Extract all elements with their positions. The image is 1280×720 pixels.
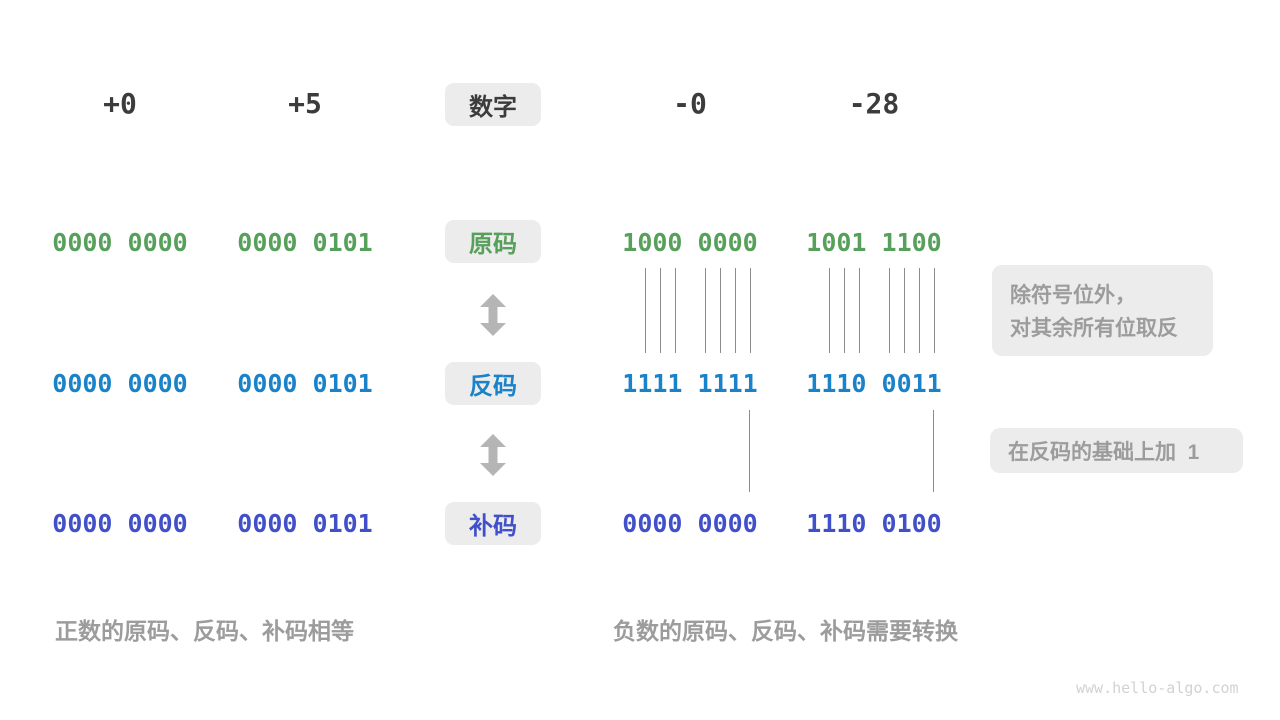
add-one-line-neg-28 xyxy=(933,410,934,492)
watermark: www.hello-algo.com xyxy=(1076,679,1239,697)
sign-magnitude-label-box: 原码 xyxy=(445,220,541,263)
header-negative-zero: -0 xyxy=(673,87,707,120)
invert-bits-note: 除符号位外， 对其余所有位取反 xyxy=(992,265,1213,356)
negative-rule-caption: 负数的原码、反码、补码需要转换 xyxy=(613,618,958,644)
sign-magnitude-neg-zero: 1000 0000 xyxy=(622,228,758,257)
ones-complement-neg-zero: 1111 1111 xyxy=(622,369,758,398)
invert-bits-note-line2: 对其余所有位取反 xyxy=(1010,317,1178,340)
number-label: 数字 xyxy=(469,94,517,121)
add-one-note: 在反码的基础上加 1 xyxy=(990,428,1243,473)
twos-complement-label: 补码 xyxy=(469,513,517,540)
number-label-box: 数字 xyxy=(445,83,541,126)
sign-magnitude-neg-28: 1001 1100 xyxy=(806,228,942,257)
header-negative-28: -28 xyxy=(848,87,900,120)
double-arrow-icon xyxy=(480,434,506,476)
twos-complement-pos-zero: 0000 0000 xyxy=(52,509,188,538)
twos-complement-neg-28: 1110 0100 xyxy=(806,509,942,538)
ones-complement-neg-28: 1110 0011 xyxy=(806,369,942,398)
twos-complement-neg-zero: 0000 0000 xyxy=(622,509,758,538)
double-arrow-icon xyxy=(480,294,506,336)
ones-complement-label-box: 反码 xyxy=(445,362,541,405)
header-positive-zero: +0 xyxy=(103,87,137,120)
header-positive-five: +5 xyxy=(288,87,322,120)
ones-complement-pos-five: 0000 0101 xyxy=(237,369,373,398)
sign-magnitude-pos-zero: 0000 0000 xyxy=(52,228,188,257)
invert-bits-note-line1: 除符号位外， xyxy=(1010,284,1136,307)
twos-complement-label-box: 补码 xyxy=(445,502,541,545)
ones-complement-label: 反码 xyxy=(469,373,517,400)
twos-complement-pos-five: 0000 0101 xyxy=(237,509,373,538)
positive-rule-caption: 正数的原码、反码、补码相等 xyxy=(55,618,354,644)
sign-magnitude-label: 原码 xyxy=(469,231,517,258)
sign-magnitude-pos-five: 0000 0101 xyxy=(237,228,373,257)
ones-complement-pos-zero: 0000 0000 xyxy=(52,369,188,398)
add-one-line-neg-zero xyxy=(749,410,750,492)
